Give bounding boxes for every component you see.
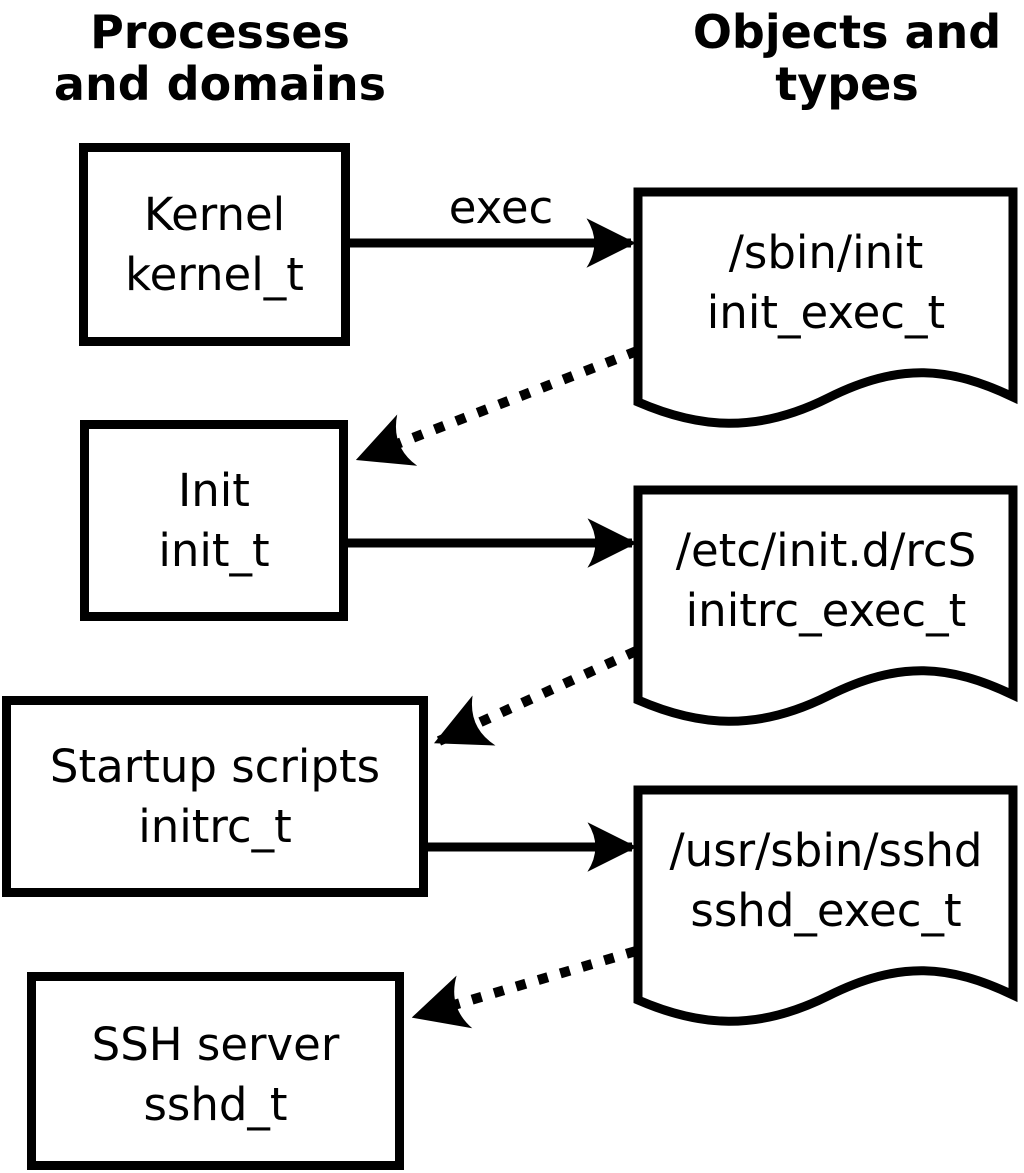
process-box-ssh-server: SSH server sshd_t — [27, 972, 404, 1170]
object-doc-usr-sbin-sshd-type: sshd_exec_t — [690, 883, 962, 937]
column-header-processes: Processes and domains — [28, 6, 412, 110]
document-shape-etc-initd-rcs — [633, 485, 1018, 726]
process-box-ssh-server-name: SSH server — [91, 1018, 340, 1071]
process-box-ssh-server-type: sshd_t — [143, 1078, 288, 1131]
column-header-objects-line1: Objects and — [692, 5, 1002, 59]
process-box-kernel: Kernel kernel_t — [79, 143, 350, 346]
process-box-startup-scripts-name: Startup scripts — [49, 739, 381, 793]
object-doc-sbin-init-label: /sbin/init init_exec_t — [643, 200, 1009, 365]
document-shape-sbin-init — [633, 187, 1018, 428]
column-header-objects: Objects and types — [658, 6, 1024, 110]
transition-arrow-sshd-to-sshserver — [411, 946, 638, 1029]
process-box-kernel-name: Kernel — [143, 187, 286, 241]
transition-arrow-rcs-to-initrc — [433, 646, 639, 746]
exec-label: exec — [448, 181, 554, 234]
object-doc-sbin-init-type: init_exec_t — [706, 285, 946, 339]
object-doc-etc-initd-rcs-label: /etc/init.d/rcS initrc_exec_t — [643, 498, 1009, 663]
process-box-startup-scripts-type: initrc_t — [138, 799, 292, 853]
object-doc-etc-initd-rcs-type: initrc_exec_t — [685, 583, 967, 637]
process-box-init: Init init_t — [80, 420, 348, 621]
object-doc-usr-sbin-sshd-path: /usr/sbin/sshd — [669, 823, 983, 877]
object-doc-usr-sbin-sshd-label: /usr/sbin/sshd sshd_exec_t — [643, 798, 1009, 963]
column-header-processes-line2: and domains — [53, 57, 387, 111]
transition-arrow-sbin-init-to-init — [355, 346, 639, 466]
object-doc-sbin-init-path: /sbin/init — [728, 225, 924, 279]
process-box-init-name: Init — [178, 463, 250, 517]
column-header-processes-line1: Processes — [90, 5, 350, 59]
process-box-kernel-type: kernel_t — [125, 247, 304, 301]
column-header-objects-line2: types — [775, 57, 919, 111]
process-box-init-type: init_t — [158, 523, 270, 577]
object-doc-etc-initd-rcs-path: /etc/init.d/rcS — [675, 523, 977, 577]
process-box-startup-scripts: Startup scripts initrc_t — [2, 696, 428, 897]
document-shape-usr-sbin-sshd — [633, 785, 1018, 1026]
